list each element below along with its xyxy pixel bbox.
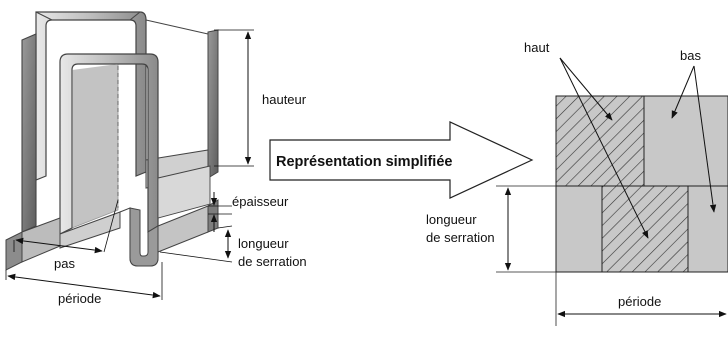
label-pas: pas [54, 256, 75, 271]
block-top-haut [555, 95, 645, 187]
simplified-representation: haut bas longueur de serration période [426, 40, 728, 326]
label-bas: bas [680, 48, 701, 63]
dimension-periode-left: période [5, 262, 163, 306]
label-periode-right: période [618, 294, 661, 309]
fin-front [5, 33, 219, 271]
dimension-epaisseur: épaisseur [208, 192, 289, 232]
dimension-hauteur: hauteur [214, 29, 307, 167]
dimension-pas: pas [13, 199, 119, 271]
label-longueur-left-1: longueur [238, 236, 289, 251]
dimension-longueur-serration-left: longueur de serration [159, 225, 307, 269]
block-bottom-haut [601, 185, 689, 273]
label-hauteur: hauteur [262, 92, 307, 107]
serrated-fin-illustration: hauteur épaisseur longueur de serration … [5, 11, 307, 306]
label-haut: haut [524, 40, 550, 55]
label-longueur-right-2: de serration [426, 230, 495, 245]
label-longueur-left-2: de serration [238, 254, 307, 269]
label-epaisseur: épaisseur [232, 194, 289, 209]
fin-rear [35, 11, 219, 189]
label-longueur-right-1: longueur [426, 212, 477, 227]
label-periode-left: période [58, 291, 101, 306]
simplification-arrow: Représentation simplifiée [269, 121, 534, 199]
block-bottom-bas-left [555, 185, 603, 273]
block-top-bas [643, 95, 728, 187]
block-bottom-bas-right [687, 185, 728, 273]
arrow-label: Représentation simplifiée [276, 154, 452, 170]
